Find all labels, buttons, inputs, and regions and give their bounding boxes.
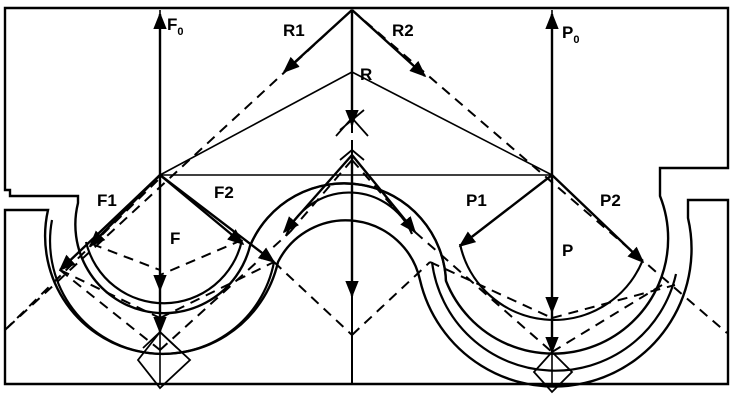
label-f1: F1 [97, 191, 117, 210]
label-r: R [360, 65, 372, 84]
labels: F0 P0 R1 R2 R F1 F2 F P1 P2 P [97, 15, 621, 260]
label-p: P [562, 241, 573, 260]
force-arrows [58, 9, 645, 354]
label-p1: P1 [466, 191, 487, 210]
label-p2: P2 [600, 191, 621, 210]
label-p0: P0 [562, 23, 579, 46]
label-r1: R1 [283, 21, 305, 40]
label-f2: F2 [214, 183, 234, 202]
arrow-r2 [351, 9, 427, 78]
arrow-p2 [551, 174, 645, 264]
label-f0: F0 [167, 15, 184, 38]
body-outline [3, 6, 730, 355]
arrow-r1 [282, 9, 353, 74]
groove-arcs [48, 182, 678, 372]
arrow-p1 [458, 174, 553, 248]
label-r2: R2 [392, 21, 414, 40]
label-f: F [170, 229, 180, 248]
contact-details [136, 109, 574, 394]
